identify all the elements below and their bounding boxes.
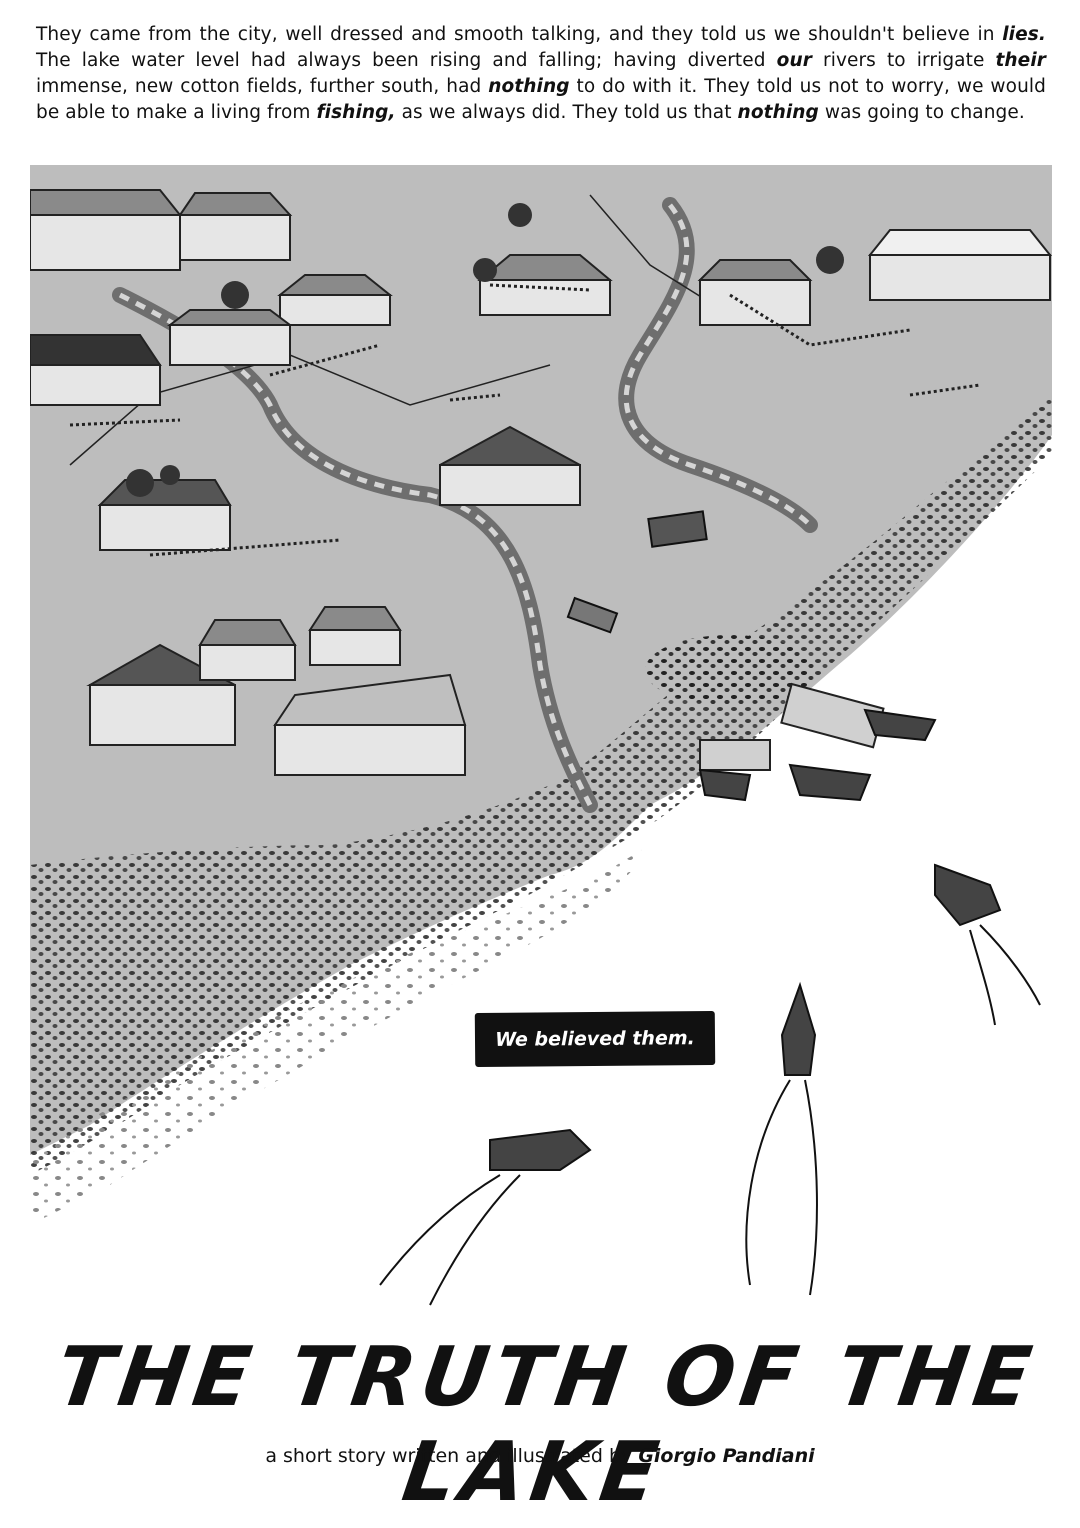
trees <box>126 203 844 497</box>
emphasis-their: their <box>995 50 1046 71</box>
emphasis-nothing-2: nothing <box>737 102 819 123</box>
narration-text: They came from the city, well dressed an… <box>36 24 1046 123</box>
credit-prefix: a short story written and illustrated by <box>265 1445 639 1467</box>
author-name: Giorgio Pandiani <box>638 1445 815 1467</box>
shore-vegetation <box>30 395 1052 1175</box>
beach-dots <box>30 845 650 1225</box>
emphasis-lies: lies. <box>1002 24 1046 45</box>
car <box>566 596 619 634</box>
illustration-panel <box>30 165 1052 1315</box>
docked-boats <box>698 708 937 802</box>
emphasis-our: our <box>776 50 812 71</box>
emphasis-fishing: fishing, <box>316 102 396 123</box>
crowd <box>645 635 815 705</box>
water-boats <box>379 863 1041 1306</box>
road-left-edge <box>118 292 593 807</box>
emphasis-nothing-1: nothing <box>488 76 570 97</box>
dock <box>699 682 885 771</box>
caption-box: We believed them. <box>474 1010 716 1068</box>
road-center-edge <box>623 203 812 527</box>
story-title: THE TRUTH OF THE LAKE <box>50 1330 1043 1520</box>
village-lake-illustration <box>30 165 1052 1306</box>
truck <box>647 510 708 548</box>
caption-text: We believed them. <box>495 1027 695 1051</box>
credit-line: a short story written and illustrated by… <box>0 1445 1080 1467</box>
fences <box>69 283 981 557</box>
